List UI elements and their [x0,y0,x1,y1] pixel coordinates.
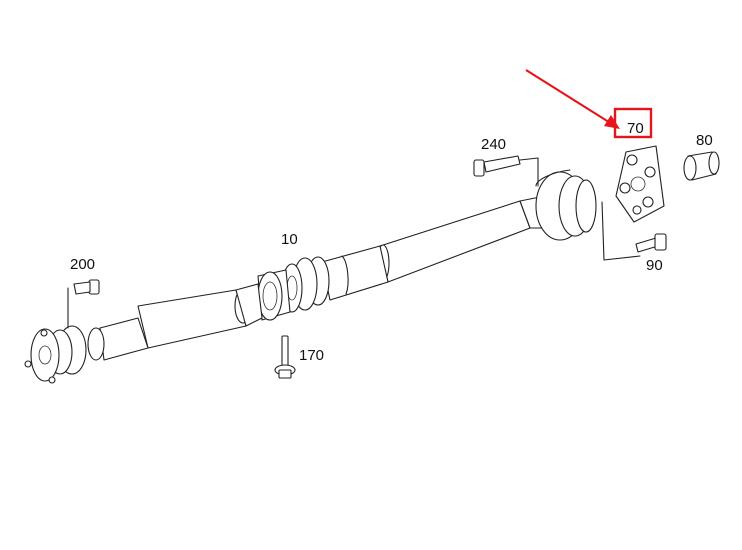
bushing-80 [683,151,720,181]
highlight-box [613,107,653,139]
front-flange [24,325,87,384]
bolt-240 [473,155,521,177]
drive-shaft-10 [87,195,559,361]
bolt-200 [73,279,100,295]
flex-disc-70 [615,145,665,223]
bolt-90 [635,233,667,253]
part-label-10: 10 [281,231,298,248]
rear-flange [535,169,597,241]
part-label-70: 70 [627,120,644,137]
part-label-200: 200 [70,256,96,273]
part-label-90: 90 [646,257,663,274]
part-label-80: 80 [696,132,713,149]
part-label-170: 170 [299,347,325,364]
part-label-240: 240 [481,136,507,153]
bolt-170 [274,335,296,379]
highlight-arrow [525,69,620,129]
